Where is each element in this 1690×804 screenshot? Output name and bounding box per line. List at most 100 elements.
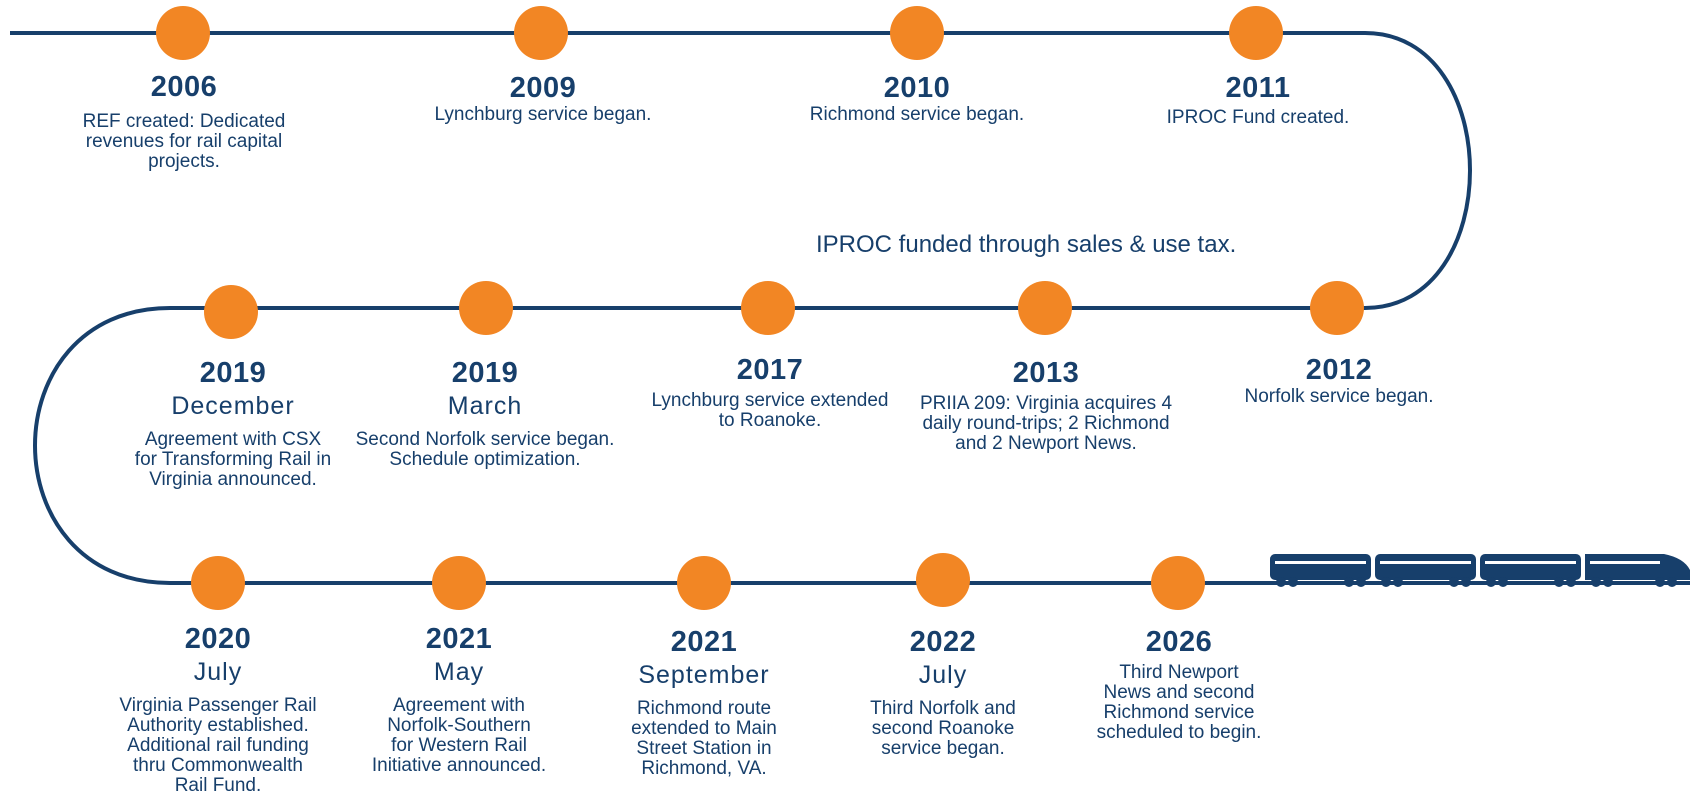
- event-month: September: [638, 661, 770, 689]
- event-year: 2019: [199, 357, 267, 389]
- event-year: 2011: [1225, 72, 1291, 104]
- desc-line: Initiative announced.: [371, 755, 547, 776]
- desc-line: Norfolk-Southern: [387, 715, 531, 736]
- event-year: 2006: [150, 71, 218, 103]
- event-dot-2017: [741, 281, 795, 335]
- desc-line: Lynchburg service began.: [434, 104, 652, 125]
- event-description: Third Norfolk and second Roanoke service…: [793, 699, 1093, 759]
- event-month: December: [171, 392, 295, 420]
- desc-line: Agreement with CSX: [144, 429, 322, 450]
- desc-line: Authority established.: [127, 715, 309, 736]
- event-year: 2012: [1305, 354, 1373, 386]
- event-2009: 2009 Lynchburg service began.: [393, 71, 693, 125]
- event-year: 2009: [509, 72, 577, 104]
- event-2022-july: 2022 July Third Norfolk and second Roano…: [793, 625, 1093, 759]
- event-2020-july: 2020 July Virginia Passenger Rail Author…: [68, 622, 368, 796]
- event-year: 2022: [909, 626, 977, 658]
- event-description: PRIIA 209: Virginia acquires 4 daily rou…: [896, 394, 1196, 454]
- desc-line: News and second: [1103, 682, 1255, 703]
- desc-line: Third Norfolk and: [870, 698, 1016, 719]
- desc-line: thru Commonwealth: [132, 755, 304, 776]
- timeline-path: [10, 31, 1472, 585]
- desc-line: PRIIA 209: Virginia acquires 4: [919, 393, 1173, 414]
- desc-line: Schedule optimization.: [389, 449, 581, 470]
- event-dot-2010: [890, 6, 944, 60]
- desc-line: Additional rail funding: [127, 735, 309, 756]
- event-dot-2009: [514, 6, 568, 60]
- event-2006: 2006 REF created: Dedicated revenues for…: [34, 70, 334, 172]
- desc-line: Rail Fund.: [174, 775, 262, 796]
- desc-line: Third Newport: [1119, 662, 1239, 683]
- event-month: May: [433, 658, 485, 686]
- desc-line: Richmond route: [636, 698, 772, 719]
- event-description: Lynchburg service extended to Roanoke.: [620, 391, 920, 431]
- event-description: Lynchburg service began.: [393, 105, 693, 125]
- desc-line: for Transforming Rail in: [134, 449, 332, 470]
- event-dot-2026: [1151, 556, 1205, 610]
- event-dot-2021-may: [432, 556, 486, 610]
- event-year: 2020: [184, 623, 252, 655]
- event-year: 2021: [425, 623, 493, 655]
- desc-line: Second Norfolk service began.: [355, 429, 615, 450]
- iproc-funding-note: IPROC funded through sales & use tax.: [816, 231, 1237, 258]
- desc-line: Richmond, VA.: [641, 758, 767, 779]
- event-dot-2012: [1310, 281, 1364, 335]
- desc-line: for Western Rail: [391, 735, 527, 756]
- event-description: Richmond service began.: [767, 105, 1067, 125]
- event-2026: 2026 Third Newport News and second Richm…: [1029, 625, 1329, 743]
- desc-line: Lynchburg service extended: [651, 390, 889, 411]
- event-2010: 2010 Richmond service began.: [767, 71, 1067, 125]
- event-dot-2021-september: [677, 556, 731, 610]
- train-car-3: [1480, 554, 1581, 580]
- event-dot-2006: [156, 6, 210, 60]
- event-2011: 2011 IPROC Fund created.: [1108, 71, 1408, 128]
- event-year: 2021: [670, 626, 738, 658]
- event-description: Third Newport News and second Richmond s…: [1029, 663, 1329, 743]
- train-icon: [1268, 554, 1690, 587]
- desc-line: scheduled to begin.: [1096, 722, 1262, 743]
- desc-line: REF created: Dedicated: [82, 111, 286, 132]
- event-description: Agreement with Norfolk-Southern for West…: [309, 696, 609, 776]
- event-description: Second Norfolk service began. Schedule o…: [335, 430, 635, 470]
- event-2019-march: 2019 March Second Norfolk service began.…: [335, 356, 635, 470]
- event-year: 2019: [451, 357, 519, 389]
- desc-line: IPROC Fund created.: [1166, 107, 1350, 128]
- event-year: 2013: [1012, 357, 1080, 389]
- event-2017: 2017 Lynchburg service extended to Roano…: [620, 353, 920, 431]
- event-description: Norfolk service began.: [1189, 387, 1489, 407]
- event-description: Virginia Passenger Rail Authority establ…: [68, 696, 368, 796]
- event-description: Agreement with CSX for Transforming Rail…: [83, 430, 383, 490]
- event-2013: 2013 PRIIA 209: Virginia acquires 4 dail…: [896, 356, 1196, 454]
- event-dot-2020-july: [191, 556, 245, 610]
- event-dot-2022-july: [916, 553, 970, 607]
- desc-line: Richmond service: [1103, 702, 1255, 723]
- desc-line: and 2 Newport News.: [955, 433, 1137, 454]
- event-dot-2013: [1018, 281, 1072, 335]
- event-description: REF created: Dedicated revenues for rail…: [34, 112, 334, 172]
- event-2021-may: 2021 May Agreement with Norfolk-Southern…: [309, 622, 609, 776]
- desc-line: second Roanoke: [871, 718, 1015, 739]
- event-month: July: [918, 661, 968, 689]
- event-dot-2011: [1229, 6, 1283, 60]
- event-dot-2019-december: [204, 285, 258, 339]
- desc-line: projects.: [148, 151, 220, 172]
- event-dots: [156, 6, 1364, 610]
- event-month: March: [447, 392, 523, 420]
- event-2012: 2012 Norfolk service began.: [1189, 353, 1489, 407]
- desc-line: Agreement with: [392, 695, 525, 716]
- train-car-1: [1270, 554, 1371, 580]
- desc-line: Virginia announced.: [149, 469, 317, 490]
- event-2021-september: 2021 September Richmond route extended t…: [554, 625, 854, 779]
- event-year: 2017: [736, 354, 804, 386]
- event-year: 2026: [1145, 626, 1213, 658]
- event-description: IPROC Fund created.: [1108, 108, 1408, 128]
- desc-line: extended to Main: [631, 718, 777, 739]
- event-2019-december: 2019 December Agreement with CSX for Tra…: [83, 356, 383, 490]
- desc-line: Richmond service began.: [809, 104, 1025, 125]
- event-description: Richmond route extended to Main Street S…: [554, 699, 854, 779]
- desc-line: to Roanoke.: [718, 410, 822, 431]
- train-locomotive: [1585, 554, 1690, 580]
- event-year: 2010: [883, 72, 951, 104]
- event-dot-2019-march: [459, 281, 513, 335]
